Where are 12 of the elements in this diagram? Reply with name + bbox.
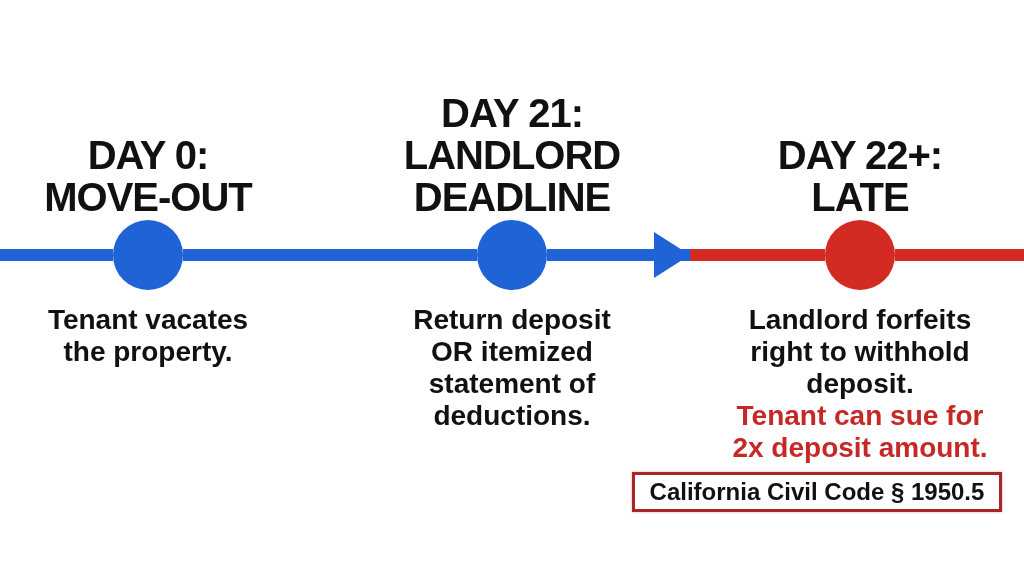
timeline-line (183, 249, 477, 261)
milestone-heading: DAY 22+: LATE (776, 134, 944, 218)
milestone-heading: DAY 21: LANDLORD DEADLINE (402, 92, 622, 218)
penalty-note: Tenant can sue for 2x deposit amount. (731, 400, 989, 464)
milestone-heading: DAY 0: MOVE-OUT (43, 134, 254, 218)
timeline-arrow (547, 232, 825, 278)
statute-citation-box: California Civil Code § 1950.5 (632, 472, 1002, 512)
milestone-description: Return deposit OR itemized statement of deductions. (412, 304, 612, 432)
timeline-line (0, 249, 113, 261)
milestone-description: Landlord forfeits right to withhold deposit. (747, 304, 973, 400)
milestone-description: Tenant vacates the property. (46, 304, 250, 368)
timeline-line (895, 249, 1024, 261)
